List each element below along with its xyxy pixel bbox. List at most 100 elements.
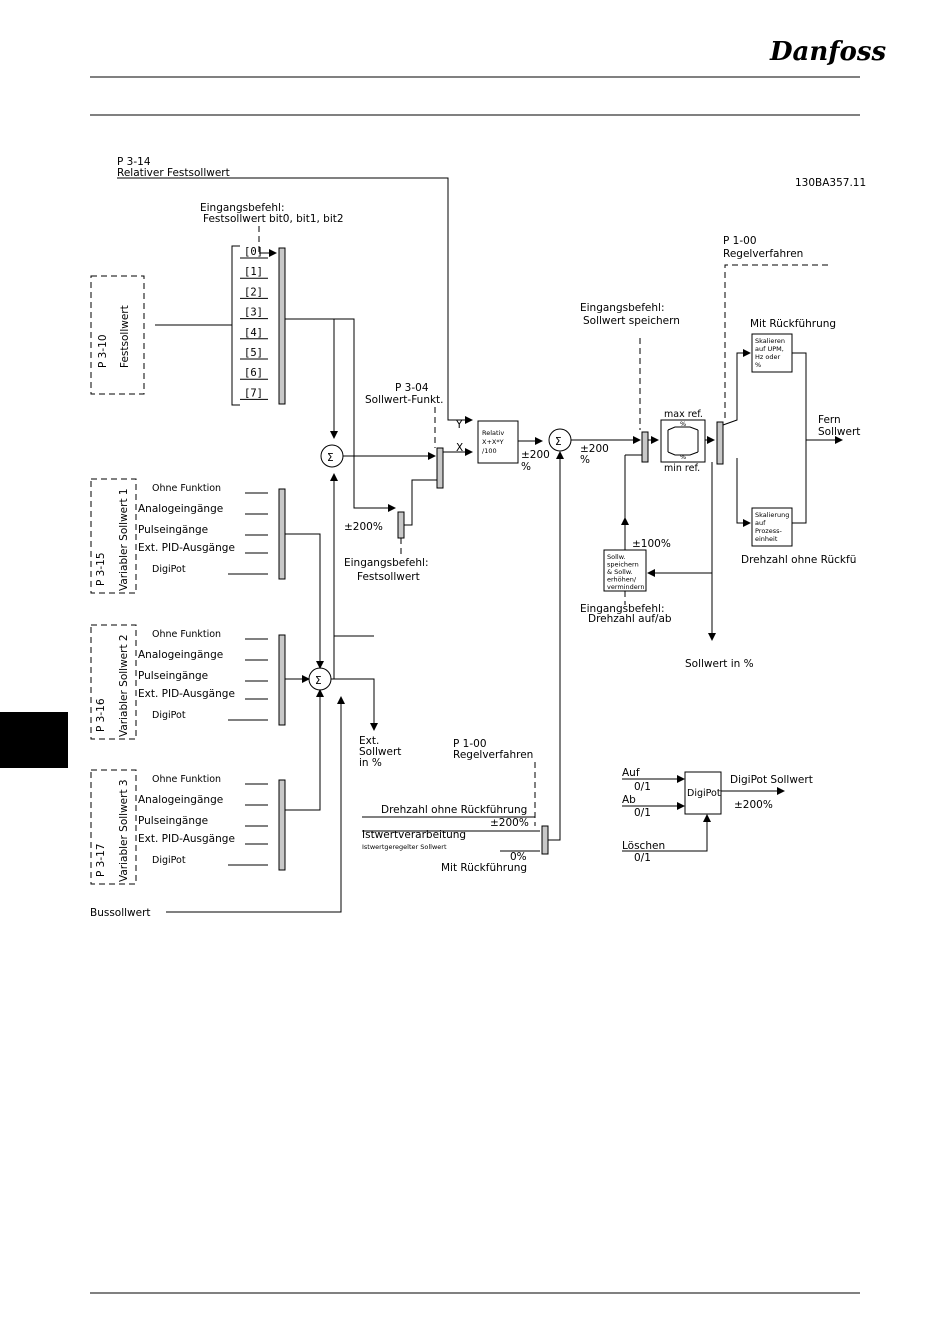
box-relative xyxy=(477,420,519,464)
label-dp-pm200: ±200% xyxy=(734,799,773,811)
label-dp-up: Auf xyxy=(622,767,640,779)
preset-list: [0][1][2][3][4][5][6][7] xyxy=(240,246,268,400)
box-freeze xyxy=(603,549,647,592)
scaleproc-line-3: einheit xyxy=(755,535,778,543)
preset-4: [4] xyxy=(244,327,263,339)
dash-config-a xyxy=(724,264,828,420)
box-scale-rpm xyxy=(751,333,793,373)
box-scale-proc xyxy=(751,507,793,547)
label-pm100: ±100% xyxy=(632,538,671,550)
group-p310 xyxy=(90,275,145,395)
sum-1-symbol: Σ xyxy=(327,452,334,464)
switch-preset-cmd xyxy=(397,511,405,539)
line-dp-clear xyxy=(622,814,711,852)
label-input-cmd-bits-2: Festsollwert bit0, bit1, bit2 xyxy=(203,213,344,225)
line-preset-to-switch-b xyxy=(334,318,396,512)
label-p304: P 3-04 xyxy=(395,382,429,394)
switch-ref-func xyxy=(436,447,444,489)
preset-3: [3] xyxy=(244,307,263,319)
switch-feedback xyxy=(541,825,549,855)
label-closed-loop: Mit Rückführung xyxy=(750,318,836,330)
freezebox-line-0: Sollw. xyxy=(607,553,626,561)
group-p316 xyxy=(90,624,137,740)
brand-logo: Danfoss xyxy=(769,37,886,67)
label-dp-down: Ab xyxy=(622,794,636,806)
label-pct-b: % xyxy=(580,454,590,466)
label-fb-sub: Istwertgeregelter Sollwert xyxy=(362,843,447,851)
label-input-cmd-freeze-2: Sollwert speichern xyxy=(583,315,680,327)
line-fb-to-sum3 xyxy=(548,451,564,841)
label-remote-ref-2: Sollwert xyxy=(818,426,860,438)
freezebox-line-3: erhöhen/ xyxy=(607,576,637,584)
label-pm200-c: ±200% xyxy=(490,817,529,829)
label-input-cmd-freeze-1: Eingangsbefehl: xyxy=(580,302,665,314)
var-option-0-0: Ohne Funktion xyxy=(152,483,221,494)
box-freeze-text: Sollw.speichern& Sollw.erhöhen/verminder… xyxy=(607,553,644,591)
group-p315 xyxy=(90,478,137,594)
preset-1: [1] xyxy=(244,266,263,278)
label-input-cmd-fest-1: Eingangsbefehl: xyxy=(344,557,429,569)
group-p317 xyxy=(90,769,137,885)
label-var2: Variabler Sollwert 2 xyxy=(118,634,130,737)
label-closed-loop-b: Mit Rückführung xyxy=(441,862,527,874)
label-y: Y xyxy=(455,419,463,431)
var-option-2-0: Ohne Funktion xyxy=(152,774,221,785)
line-ext-ref xyxy=(331,678,378,731)
switch-var3 xyxy=(278,779,286,871)
preset-6: [6] xyxy=(244,367,263,379)
switch-var1 xyxy=(278,488,286,580)
label-p315: P 3-15 xyxy=(95,553,107,587)
label-ref-func: Sollwert-Funkt. xyxy=(365,394,444,406)
label-dp-down-val: 0/1 xyxy=(634,807,651,819)
var-option-0-2: Pulseingänge xyxy=(138,524,208,536)
label-zero-pct: 0% xyxy=(510,851,527,863)
label-festsollwert: Festsollwert xyxy=(119,305,131,368)
label-ext-ref-3: in % xyxy=(359,757,382,769)
label-input-cmd-speed-2: Drehzahl auf/ab xyxy=(588,613,672,625)
switch-freeze xyxy=(641,431,649,463)
var-option-1-1: Analogeingänge xyxy=(138,649,223,661)
var-option-2-1: Analogeingänge xyxy=(138,794,223,806)
relbox-line-2: /100 xyxy=(482,447,497,455)
label-input-cmd-speed-1: Eingangsbefehl: xyxy=(580,603,665,615)
label-config-mode-b: Regelverfahren xyxy=(453,749,533,761)
label-max-ref: max ref. xyxy=(664,409,703,420)
preset-7: [7] xyxy=(244,387,263,399)
scaleproc-line-2: Prozess- xyxy=(755,527,782,535)
line-var1-to-sum2 xyxy=(285,533,324,669)
chapter-tab xyxy=(0,712,68,768)
limit-pct-bottom: % xyxy=(680,453,686,461)
var-option-0-4: DigiPot xyxy=(152,564,186,575)
var-option-2-3: Ext. PID-Ausgänge xyxy=(138,833,235,845)
scalerpm-line-0: Skalieren xyxy=(755,337,785,345)
label-ref-pct: Sollwert in % xyxy=(685,658,754,670)
label-dp-clear: Löschen xyxy=(622,840,665,852)
line-switch-b-out xyxy=(404,479,437,526)
switch-var2 xyxy=(278,634,286,726)
var-option-1-3: Ext. PID-Ausgänge xyxy=(138,688,235,700)
limit-bottom xyxy=(667,451,699,456)
doc-id: 130BA357.11 xyxy=(795,177,866,189)
freezebox-line-1: speichern xyxy=(607,561,639,569)
var-option-2-4: DigiPot xyxy=(152,855,186,866)
line-preset-to-sum1 xyxy=(285,318,338,439)
preset-0: [0] xyxy=(244,246,263,258)
label-p317: P 3-17 xyxy=(95,844,107,878)
line-to-scale-rpm xyxy=(722,349,751,426)
label-var3: Variabler Sollwert 3 xyxy=(118,779,130,882)
label-input-cmd-bits-1: Eingangsbefehl: xyxy=(200,202,285,214)
scalerpm-line-2: Hz oder xyxy=(755,353,780,361)
switch-presets xyxy=(278,247,286,405)
label-open-loop-full: Drehzahl ohne Rückführung xyxy=(381,804,527,816)
label-bus-ref: Bussollwert xyxy=(90,907,151,919)
label-pm200-pct: ±200% xyxy=(344,521,383,533)
label-p100-a: P 1-00 xyxy=(723,235,757,247)
label-relative-preset: Relativer Festsollwert xyxy=(117,167,230,179)
label-ext-ref-1: Ext. xyxy=(359,735,379,747)
scalerpm-line-3: % xyxy=(755,361,761,369)
